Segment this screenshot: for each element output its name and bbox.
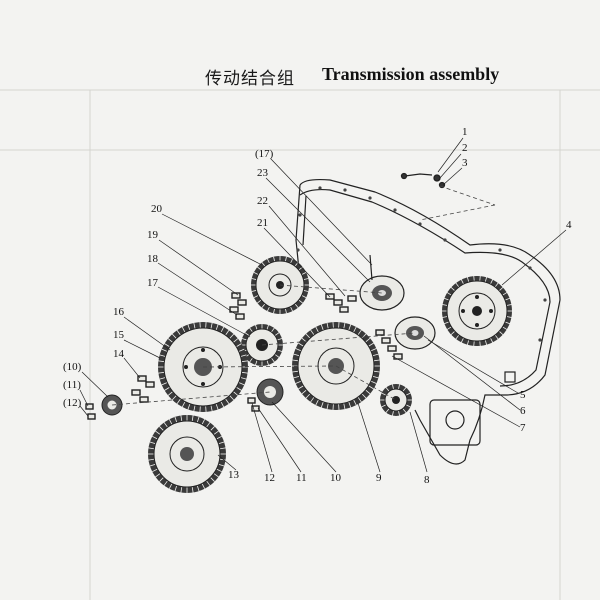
callout-9: 9 bbox=[376, 472, 382, 484]
gear-4-teeth bbox=[441, 275, 513, 347]
dashed-assembly-lines bbox=[111, 185, 496, 406]
gear-9-teeth bbox=[292, 322, 380, 410]
gear-4 bbox=[441, 275, 513, 347]
callout-18: 18 bbox=[147, 253, 159, 265]
gear-8-teeth bbox=[380, 384, 412, 416]
callout-15: 15 bbox=[113, 329, 125, 341]
callout-17-paren: (17) bbox=[255, 148, 274, 160]
callout-6: 6 bbox=[520, 405, 526, 417]
callout-11: 11 bbox=[296, 472, 307, 484]
idler-hub-upper bbox=[359, 254, 405, 311]
callout-12: 12 bbox=[264, 472, 275, 484]
housing-bolt-holes bbox=[296, 186, 547, 342]
callout-1: 1 bbox=[462, 126, 468, 138]
callout-7: 7 bbox=[520, 422, 526, 434]
thrust-plate-10 bbox=[256, 378, 284, 406]
callout-14: 14 bbox=[113, 348, 125, 360]
gear-13 bbox=[148, 415, 226, 493]
callout-10: 10 bbox=[330, 472, 342, 484]
callout-12-paren: (12) bbox=[63, 397, 82, 409]
callout-3: 3 bbox=[462, 157, 468, 169]
callout-2: 2 bbox=[462, 142, 468, 154]
callout-8: 8 bbox=[424, 474, 430, 486]
title-english: Transmission assembly bbox=[322, 64, 500, 84]
title-chinese: 传动结合组 bbox=[205, 69, 295, 89]
gear-20-teeth bbox=[251, 256, 309, 314]
callout-10-paren: (10) bbox=[63, 361, 82, 373]
callout-23: 23 bbox=[257, 167, 269, 179]
leader-lines bbox=[79, 137, 567, 473]
idler-hub-lower bbox=[394, 316, 436, 350]
callout-17: 17 bbox=[147, 277, 159, 289]
callout-16: 16 bbox=[113, 306, 125, 318]
callout-5: 5 bbox=[520, 389, 526, 401]
callout-4: 4 bbox=[566, 219, 572, 231]
callout-11-paren: (11) bbox=[63, 379, 81, 391]
callout-19: 19 bbox=[147, 229, 159, 241]
callout-20: 20 bbox=[151, 203, 163, 215]
gear-13-teeth bbox=[148, 415, 226, 493]
callout-labels: 1 2 3 4 5 6 7 8 9 10 11 12 13 14 15 16 1… bbox=[63, 126, 572, 486]
background-table-lines bbox=[0, 89, 600, 600]
gear-16-teeth bbox=[158, 322, 248, 412]
callout-13: 13 bbox=[228, 469, 240, 481]
small-parts-1-2-3 bbox=[400, 172, 446, 189]
gear-8 bbox=[380, 384, 412, 416]
callout-22: 22 bbox=[257, 195, 268, 207]
callout-21: 21 bbox=[257, 217, 268, 229]
